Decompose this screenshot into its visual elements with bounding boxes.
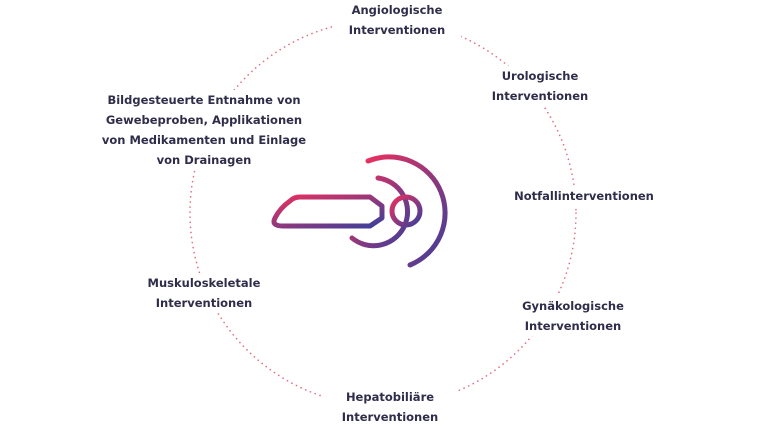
label-bildgesteuerte-entnahme: Bildgesteuerte Entnahme von Gewebeproben…: [88, 90, 320, 170]
label-gynaekologische-interventionen: Gynäkologische Interventionen: [494, 296, 652, 336]
mri-scanner-icon: [271, 154, 448, 268]
dotted-circle: [189, 19, 577, 407]
label-angiologische-interventionen: Angiologische Interventionen: [333, 0, 461, 40]
label-urologische-interventionen: Urologische Interventionen: [478, 66, 602, 106]
label-notfallinterventionen: Notfallinterventionen: [505, 186, 663, 206]
label-hepatobiliaere-interventionen: Hepatobiliäre Interventionen: [323, 387, 457, 427]
label-muskuloskeletale-interventionen: Muskuloskeletale Interventionen: [130, 273, 278, 313]
